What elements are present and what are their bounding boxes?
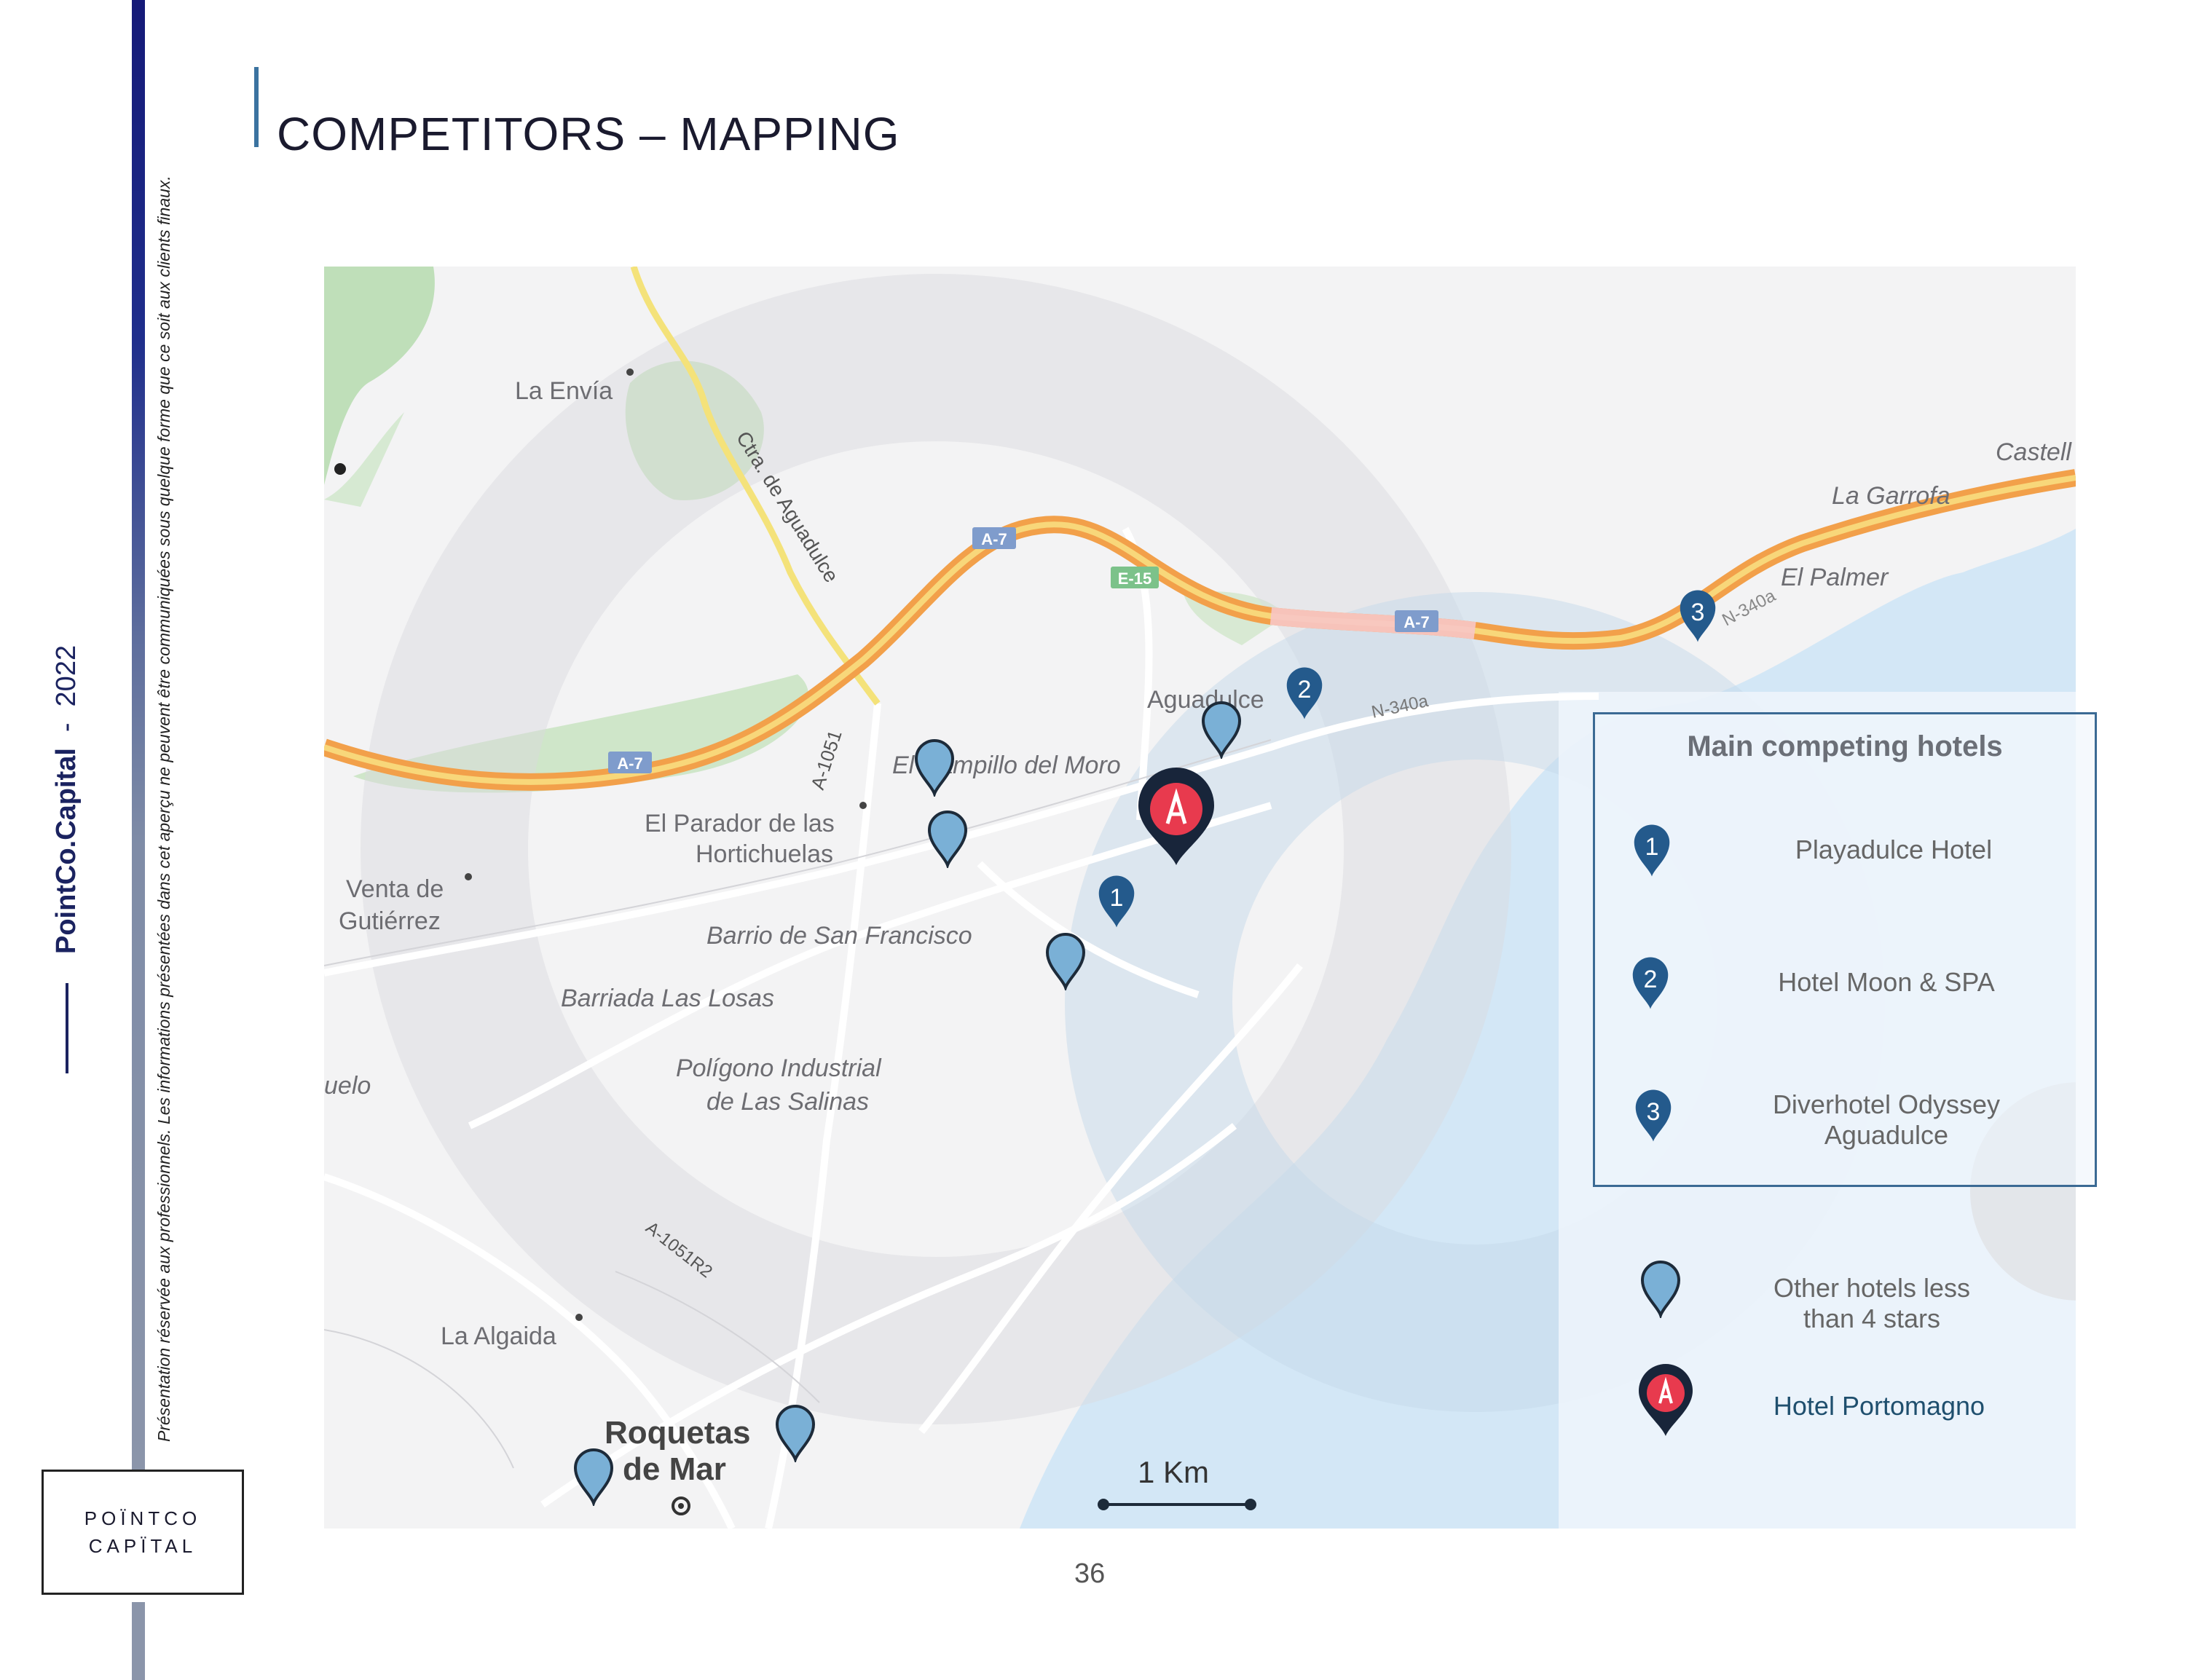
road-shield-a7: A-7 [972, 527, 1016, 549]
town-dot [859, 802, 867, 809]
brand-mark: PointCo.Capital - 2022 [51, 645, 82, 954]
legend-item-1: Playadulce Hotel [1795, 835, 1993, 864]
place-label: Roquetas [605, 1415, 750, 1451]
motorway-a7-core [324, 475, 2076, 785]
place-label: Polígono Industrial [676, 1054, 882, 1082]
local-roads [324, 527, 1599, 1529]
sidebar-rail [132, 0, 145, 845]
legend-other-line: Other hotels less [1773, 1273, 1971, 1303]
legend-other-line: than 4 stars [1803, 1304, 1941, 1333]
other-hotel-marker[interactable] [574, 1448, 613, 1504]
place-label: La Envía [515, 377, 613, 405]
watermark-ring [361, 274, 1511, 1424]
place-label: El Palmer [1781, 564, 1889, 591]
place-label: Barrio de San Francisco [706, 922, 972, 950]
place-label: Hortichuelas [696, 840, 833, 868]
road-label: A-1051 [806, 727, 846, 792]
marker-number: 3 [1691, 599, 1705, 626]
legend-item-2: Hotel Moon & SPA [1778, 967, 1995, 997]
logo-line: CAPÏTAL [88, 1535, 197, 1557]
legend-item-3: Diverhotel Odyssey Aguadulce [1741, 1089, 2032, 1151]
green-area [625, 360, 764, 500]
town-center-icon [678, 1503, 684, 1509]
road-shield-a7: A-7 [608, 752, 652, 773]
place-label: Aguadulce [1147, 686, 1264, 714]
company-logo: POÏNTCO CAPÏTAL [42, 1470, 244, 1595]
hotel-portomagno-marker[interactable] [1138, 768, 1214, 865]
hotel-logo-icon [1165, 788, 1187, 824]
competitor-marker-1[interactable]: 1 [1098, 875, 1135, 928]
place-label: Barriada Las Losas [561, 985, 774, 1012]
place-label: La Algaida [441, 1322, 556, 1350]
legend-other-hotels: Other hotels less than 4 stars [1726, 1273, 2017, 1334]
shield-label: A-7 [1403, 613, 1429, 631]
brand-divider [66, 983, 68, 1073]
road-shield-a7: A-7 [1395, 610, 1438, 632]
shield-label: A-7 [981, 530, 1007, 548]
place-label: El Parador de las [645, 810, 835, 837]
other-hotel-marker[interactable] [915, 739, 954, 795]
marker-number: 1 [1110, 884, 1124, 912]
place-label: La Garrofa [1832, 482, 1950, 510]
brand-year: 2022 [51, 644, 82, 707]
brand-separator: - [51, 722, 82, 733]
place-label: Gutiérrez [339, 907, 441, 935]
place-label: uelo [324, 1072, 371, 1100]
page-number: 36 [1074, 1558, 1106, 1589]
legend-box: Main competing hotels [1593, 712, 2097, 1187]
town-center-icon [672, 1496, 690, 1515]
tunnel-section [1269, 607, 1476, 639]
scale-label: 1 Km [1138, 1455, 1210, 1489]
green-area [324, 267, 435, 485]
shield-label: E-15 [1118, 569, 1151, 588]
place-label: Venta de [346, 875, 444, 903]
other-hotel-marker[interactable] [928, 811, 967, 867]
road-aguadulce [630, 267, 881, 706]
legend-item-3-line: Aguadulce [1824, 1120, 1949, 1150]
title-accent-bar [254, 67, 259, 147]
marker-number: 2 [1298, 676, 1312, 703]
competitor-marker-3[interactable]: 3 [1680, 590, 1716, 642]
town-dot [575, 1314, 583, 1321]
legend-title: Main competing hotels [1687, 730, 2003, 762]
logo-line: POÏNTCO [84, 1507, 202, 1529]
place-label: de Mar [623, 1451, 726, 1487]
town-dot [626, 368, 634, 376]
sidebar-rail [132, 845, 145, 1471]
legend-item-3-line: Diverhotel Odyssey [1772, 1089, 2001, 1119]
hotel-logo-icon [1150, 783, 1202, 835]
sidebar-rail [132, 1602, 145, 1680]
town-dot [465, 873, 472, 880]
scale-bar [1098, 1499, 1256, 1510]
brand-name: PointCo.Capital [51, 748, 82, 954]
local-roads-outline [324, 739, 1272, 1469]
disclaimer-text: Présentation réservée aux professionnels… [154, 176, 173, 1442]
green-area [324, 412, 404, 507]
place-label: Castell [1996, 438, 2072, 466]
road-shield-e15: E-15 [1111, 567, 1159, 588]
legend-portomagno: Hotel Portomagno [1773, 1391, 1985, 1421]
shield-label: A-7 [617, 754, 642, 773]
town-dot [334, 463, 346, 475]
place-label: de Las Salinas [706, 1088, 869, 1116]
page-title: COMPETITORS – MAPPING [277, 107, 900, 160]
competitor-marker-2[interactable]: 2 [1286, 667, 1323, 719]
